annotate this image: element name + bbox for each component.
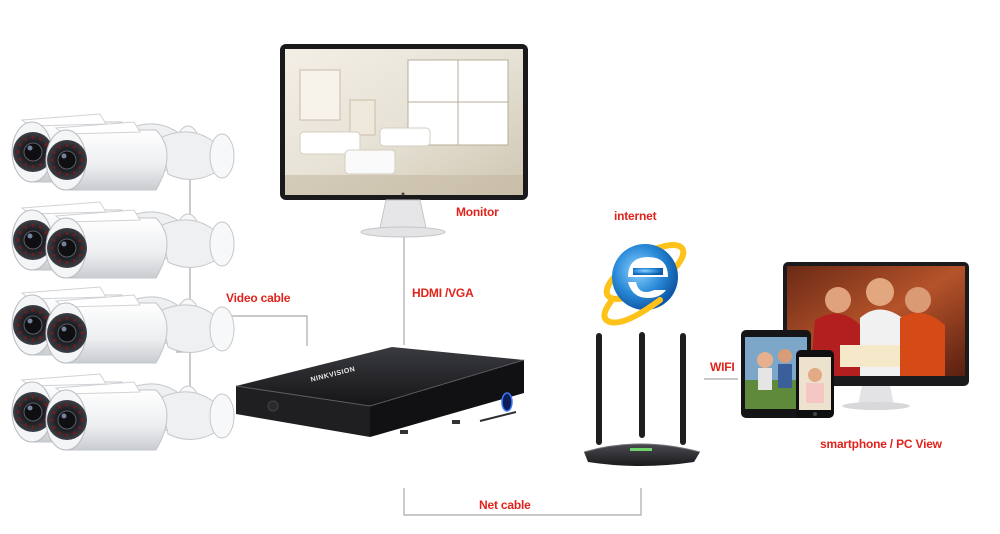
smartphone-icon xyxy=(796,350,834,418)
hdmi-vga-label: HDMI /VGA xyxy=(412,286,474,300)
video-cable-label: Video cable xyxy=(226,291,291,305)
bullet-camera-icon xyxy=(45,209,235,279)
internet-label: internet xyxy=(614,209,657,223)
net-cable-label: Net cable xyxy=(479,498,531,512)
bullet-camera-icon xyxy=(45,381,235,451)
nvr-recorder-icon xyxy=(235,347,525,437)
smartphone-pc-view-label: smartphone / PC View xyxy=(820,437,942,451)
internet-explorer-icon xyxy=(601,242,687,326)
router-icon xyxy=(583,332,701,466)
bullet-camera-icon xyxy=(45,294,235,364)
bullet-camera-icon xyxy=(45,121,235,191)
monitor-icon xyxy=(280,44,528,238)
camera-group xyxy=(11,113,235,451)
net-cable-line xyxy=(403,488,642,516)
wifi-label: WIFI xyxy=(710,360,735,374)
monitor-label: Monitor xyxy=(456,205,499,219)
